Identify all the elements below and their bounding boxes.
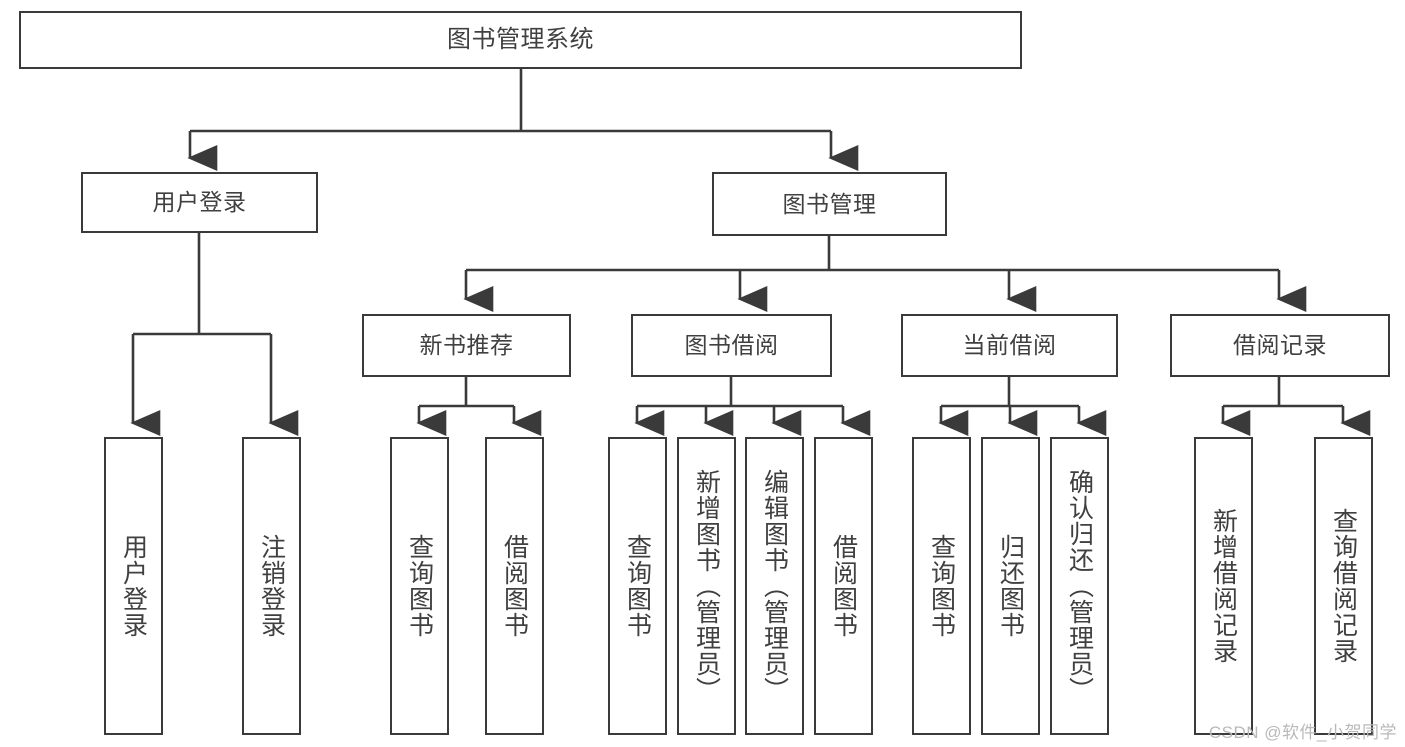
leaf-current-return-book[interactable]: 归还图书: [981, 437, 1040, 735]
leaf-current-confirm-return-admin[interactable]: 确认归还（管理员）: [1050, 437, 1109, 735]
node-label: 借阅图书: [829, 534, 858, 638]
node-label: 图书借阅: [684, 332, 779, 359]
node-book-borrow[interactable]: 图书借阅: [631, 314, 832, 377]
leaf-user-logout[interactable]: 注销登录: [242, 437, 301, 735]
node-label: 确认归还（管理员）: [1065, 469, 1094, 703]
node-label: 查询图书: [405, 534, 434, 638]
leaf-newbook-borrow-book[interactable]: 借阅图书: [485, 437, 544, 735]
watermark: CSDN @软件_小贺同学: [1208, 723, 1397, 742]
node-root-system[interactable]: 图书管理系统: [19, 11, 1022, 69]
node-book-management[interactable]: 图书管理: [712, 172, 947, 236]
node-current-borrow[interactable]: 当前借阅: [901, 314, 1118, 377]
node-label: 注销登录: [257, 534, 286, 638]
node-label: 图书管理系统: [447, 26, 594, 54]
node-label: 借阅图书: [500, 534, 529, 638]
node-label: 用户登录: [119, 534, 148, 638]
node-label: 查询图书: [623, 534, 652, 638]
node-label: 新增图书（管理员）: [692, 469, 721, 703]
node-label: 图书管理: [782, 190, 877, 217]
node-label: 新书推荐: [419, 332, 514, 359]
node-new-book-recommend[interactable]: 新书推荐: [362, 314, 571, 377]
leaf-records-add-record[interactable]: 新增借阅记录: [1194, 437, 1253, 735]
leaf-records-query-record[interactable]: 查询借阅记录: [1314, 437, 1373, 735]
node-label: 归还图书: [996, 534, 1025, 638]
node-label: 用户登录: [152, 189, 247, 216]
node-label: 编辑图书（管理员）: [760, 469, 789, 703]
leaf-borrow-add-book-admin[interactable]: 新增图书（管理员）: [677, 437, 736, 735]
leaf-borrow-edit-book-admin[interactable]: 编辑图书（管理员）: [745, 437, 804, 735]
node-label: 当前借阅: [962, 332, 1057, 359]
leaf-current-query-book[interactable]: 查询图书: [912, 437, 971, 735]
node-borrow-records[interactable]: 借阅记录: [1170, 314, 1390, 377]
node-label: 新增借阅记录: [1209, 508, 1238, 664]
node-label: 查询图书: [927, 534, 956, 638]
node-user-login[interactable]: 用户登录: [81, 172, 318, 233]
node-label: 查询借阅记录: [1329, 508, 1358, 664]
leaf-borrow-lend-book[interactable]: 借阅图书: [814, 437, 873, 735]
leaf-user-login[interactable]: 用户登录: [104, 437, 163, 735]
node-label: 借阅记录: [1233, 332, 1327, 359]
leaf-newbook-query-book[interactable]: 查询图书: [390, 437, 449, 735]
leaf-borrow-query-book[interactable]: 查询图书: [608, 437, 667, 735]
